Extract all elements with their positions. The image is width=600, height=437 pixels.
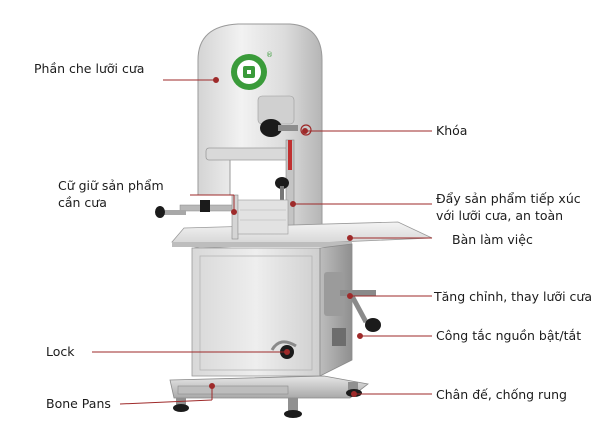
foot-left	[173, 404, 189, 412]
lower-cabinet-front	[191, 247, 321, 377]
tension-plate	[257, 95, 295, 125]
label-power-switch: Công tắc nguồn bật/tắt	[436, 328, 582, 343]
leg-right	[348, 382, 358, 390]
foot-mid	[284, 410, 302, 418]
tension-handle	[324, 272, 381, 332]
bone-pan	[177, 385, 289, 395]
green-ring-logo-icon	[231, 54, 267, 90]
label-pusher-line2: với lưỡi cưa, an toàn	[436, 208, 564, 223]
product-holder	[155, 194, 289, 240]
leg-left	[176, 398, 186, 406]
door-panel	[199, 255, 313, 371]
leg-mid	[288, 398, 298, 412]
leader-lines	[92, 77, 432, 405]
saw-arm	[205, 147, 293, 161]
table-edge	[172, 242, 352, 247]
label-blade-cover: Phần che lưỡi cưa	[34, 61, 145, 76]
leader-bone-pans	[119, 399, 213, 405]
pusher-knob	[275, 177, 289, 189]
label-door-lock: Lock	[46, 344, 75, 359]
label-bone-pans: Bone Pans	[46, 396, 111, 411]
power-switch	[332, 328, 346, 346]
label-feet: Chân đế, chống rung	[436, 387, 567, 402]
label-holder-line2: cần cưa	[58, 195, 107, 210]
machine: ®	[155, 23, 433, 418]
label-pusher-line1: Đẩy sản phẩm tiếp xúc	[436, 191, 581, 206]
label-lock-knob: Khóa	[436, 123, 468, 138]
label-tension: Tăng chỉnh, thay lưỡi cưa	[434, 289, 592, 304]
label-holder-line1: Cữ giữ sản phẩm	[58, 178, 164, 193]
guide-red-strip	[288, 140, 292, 170]
label-work-table: Bàn làm việc	[452, 232, 533, 247]
registered-mark-icon: ®	[266, 51, 273, 59]
pusher-rod	[280, 186, 284, 204]
